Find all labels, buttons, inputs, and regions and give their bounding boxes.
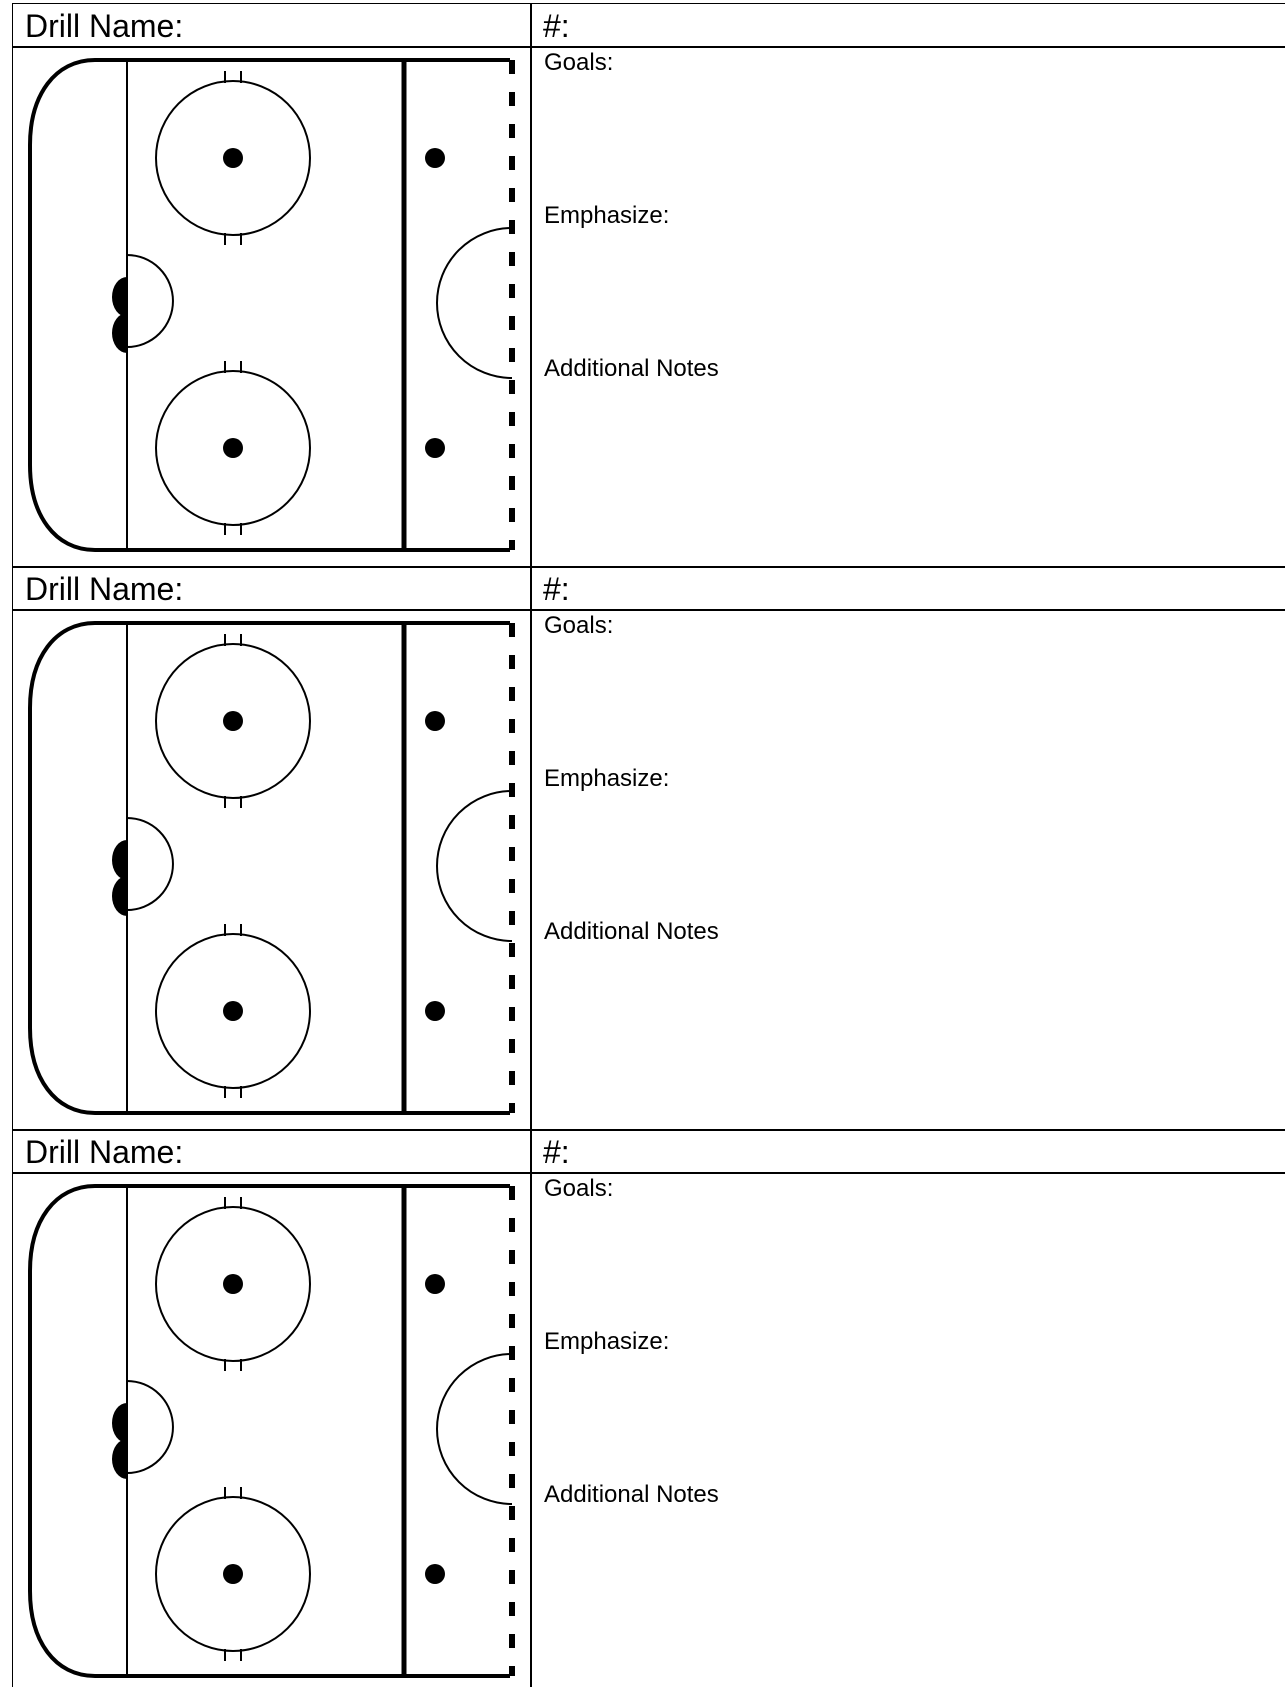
drill-notes-cell[interactable]: Goals: Emphasize: Additional Notes (530, 609, 1285, 1131)
drill-number-cell[interactable]: #: (530, 1129, 1285, 1174)
drill-notes-cell[interactable]: Goals: Emphasize: Additional Notes (530, 46, 1285, 568)
half-rink-diagram-icon (28, 1184, 515, 1678)
drill-name-label: Drill Name: (25, 571, 184, 607)
drill-number-cell[interactable]: #: (530, 3, 1285, 48)
drill-block-2: Drill Name: #: (12, 566, 1285, 1131)
drill-block-1: Drill Name: #: (12, 3, 1285, 568)
half-rink-diagram-icon (28, 58, 515, 552)
additional-notes-label: Additional Notes (544, 355, 719, 382)
rink-diagram-cell[interactable] (12, 46, 532, 568)
goals-label: Goals: (544, 49, 614, 76)
drill-number-label: #: (543, 8, 570, 44)
drill-name-cell[interactable]: Drill Name: (12, 1129, 532, 1174)
rink-diagram-cell[interactable] (12, 1172, 532, 1687)
additional-notes-label: Additional Notes (544, 918, 719, 945)
additional-notes-label: Additional Notes (544, 1481, 719, 1508)
drill-number-label: #: (543, 571, 570, 607)
drill-name-cell[interactable]: Drill Name: (12, 3, 532, 48)
rink-diagram-cell[interactable] (12, 609, 532, 1131)
drill-name-label: Drill Name: (25, 1134, 184, 1170)
drill-name-label: Drill Name: (25, 8, 184, 44)
emphasize-label: Emphasize: (544, 202, 670, 229)
drill-number-cell[interactable]: #: (530, 566, 1285, 611)
drill-notes-cell[interactable]: Goals: Emphasize: Additional Notes (530, 1172, 1285, 1687)
drill-number-label: #: (543, 1134, 570, 1170)
goals-label: Goals: (544, 1175, 614, 1202)
emphasize-label: Emphasize: (544, 765, 670, 792)
drill-block-3: Drill Name: #: (12, 1129, 1285, 1687)
emphasize-label: Emphasize: (544, 1328, 670, 1355)
half-rink-diagram-icon (28, 621, 515, 1115)
goals-label: Goals: (544, 612, 614, 639)
drill-name-cell[interactable]: Drill Name: (12, 566, 532, 611)
